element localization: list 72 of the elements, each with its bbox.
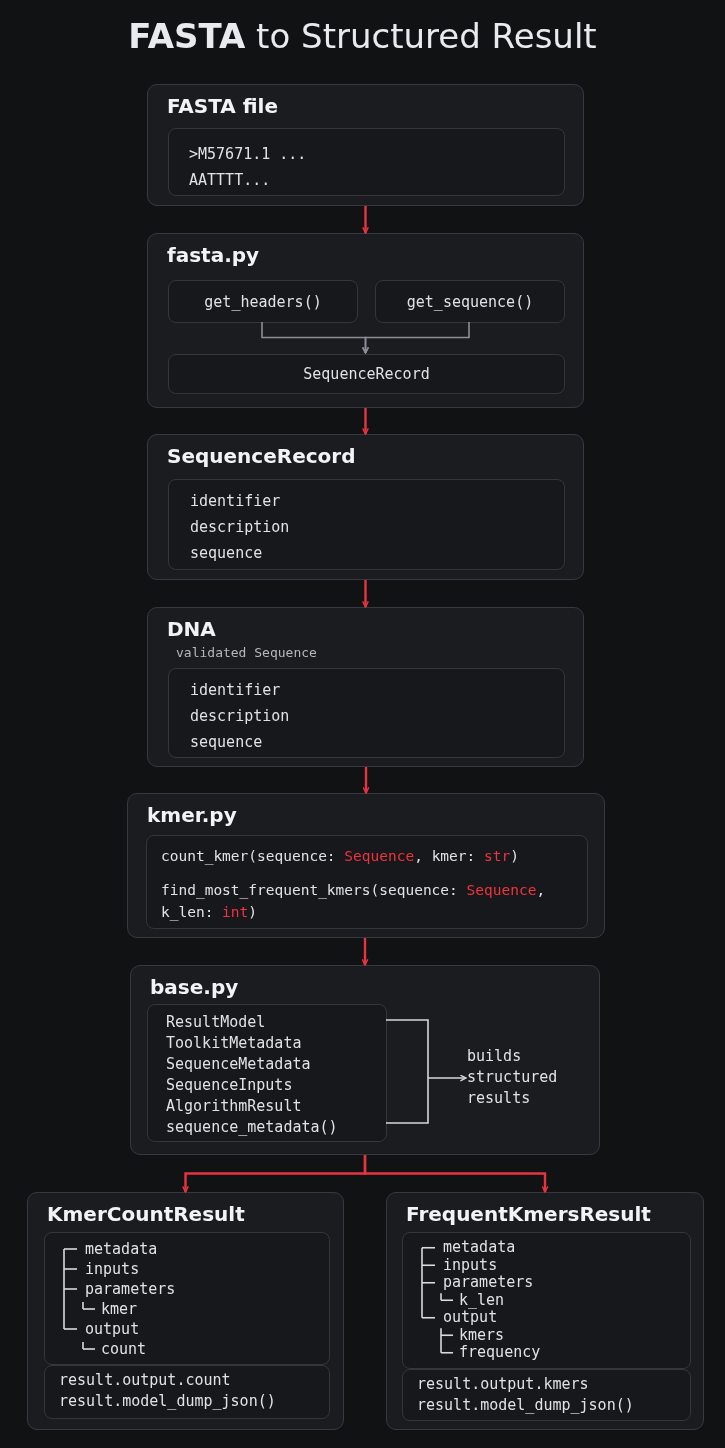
arrow xyxy=(361,938,369,966)
field-name: kmer xyxy=(101,1299,138,1319)
code-line: result.output.kmers xyxy=(417,1374,590,1395)
bracket-arrow xyxy=(385,1019,467,1124)
panel-subtitle: validated Sequence xyxy=(176,645,317,660)
diagram-title: FASTA to Structured Result xyxy=(127,16,598,56)
panel-title: FASTA file xyxy=(167,94,279,118)
code-line: sequence xyxy=(190,543,264,564)
code-line: result.output.count xyxy=(59,1370,232,1391)
module-panel xyxy=(147,233,584,408)
module-panel xyxy=(127,793,605,938)
code-line: result.model_dump_json() xyxy=(59,1391,277,1412)
module-panel xyxy=(147,607,584,767)
module-panel xyxy=(27,1192,344,1430)
function-box: get_sequence() xyxy=(375,280,565,323)
arrow xyxy=(363,1155,549,1193)
code-line: AATTTT... xyxy=(189,170,272,191)
code-block xyxy=(146,835,588,929)
code-line: sequence xyxy=(190,732,264,753)
code-line: identifier xyxy=(190,680,282,701)
panel-title: KmerCountResult xyxy=(47,1202,245,1226)
arrow xyxy=(362,580,369,608)
arrow xyxy=(362,321,470,354)
field-name: kmers xyxy=(459,1326,505,1344)
arrow xyxy=(362,408,369,435)
code-line: find_most_frequent_kmers(sequence: Sequence, k_len: int) xyxy=(161,881,547,923)
panel-title: DNA xyxy=(167,617,216,641)
panel-title: SequenceRecord xyxy=(167,444,356,468)
code-block xyxy=(168,479,565,570)
field-name: metadata xyxy=(443,1239,516,1257)
field-name: parameters xyxy=(443,1274,534,1292)
code-line: SequenceInputs xyxy=(166,1075,294,1096)
field-tree-box xyxy=(402,1232,691,1369)
field-name: output xyxy=(85,1319,140,1339)
field-name: parameters xyxy=(85,1279,176,1299)
field-tree-box xyxy=(44,1232,330,1365)
field-name: inputs xyxy=(85,1259,140,1279)
code-line: description xyxy=(190,706,291,727)
module-panel xyxy=(147,84,584,206)
note-text: builds structured results xyxy=(467,1046,559,1109)
field-name: inputs xyxy=(443,1256,498,1274)
panel-title: kmer.py xyxy=(147,803,237,827)
code-line: ResultModel xyxy=(166,1012,267,1033)
arrow xyxy=(362,767,370,794)
function-box: SequenceRecord xyxy=(168,354,565,394)
code-block xyxy=(168,128,565,196)
code-line: result.model_dump_json() xyxy=(417,1395,635,1416)
module-panel xyxy=(386,1192,704,1430)
panel-title: fasta.py xyxy=(167,243,260,267)
code-block xyxy=(44,1365,330,1419)
code-block xyxy=(147,1004,387,1142)
panel-title: base.py xyxy=(150,975,239,999)
code-line: AlgorithmResult xyxy=(166,1096,303,1117)
code-line: ToolkitMetadata xyxy=(166,1033,303,1054)
code-line: identifier xyxy=(190,491,282,512)
code-line: count_kmer(sequence: Sequence, kmer: str) xyxy=(161,847,520,867)
arrow xyxy=(362,206,369,234)
field-name: output xyxy=(443,1309,498,1327)
panel-title: FrequentKmersResult xyxy=(406,1202,651,1226)
code-line: description xyxy=(190,517,291,538)
field-name: metadata xyxy=(85,1239,158,1259)
code-block xyxy=(402,1369,691,1421)
field-name: k_len xyxy=(459,1291,505,1309)
module-panel xyxy=(130,965,600,1155)
field-name: frequency xyxy=(459,1344,541,1362)
code-line: sequence_metadata() xyxy=(166,1117,339,1138)
module-panel xyxy=(147,434,584,580)
code-block xyxy=(168,668,565,758)
function-box: get_headers() xyxy=(168,280,358,323)
code-line: >M57671.1 ... xyxy=(189,144,308,165)
code-line: SequenceMetadata xyxy=(166,1054,312,1075)
field-name: count xyxy=(101,1339,147,1359)
